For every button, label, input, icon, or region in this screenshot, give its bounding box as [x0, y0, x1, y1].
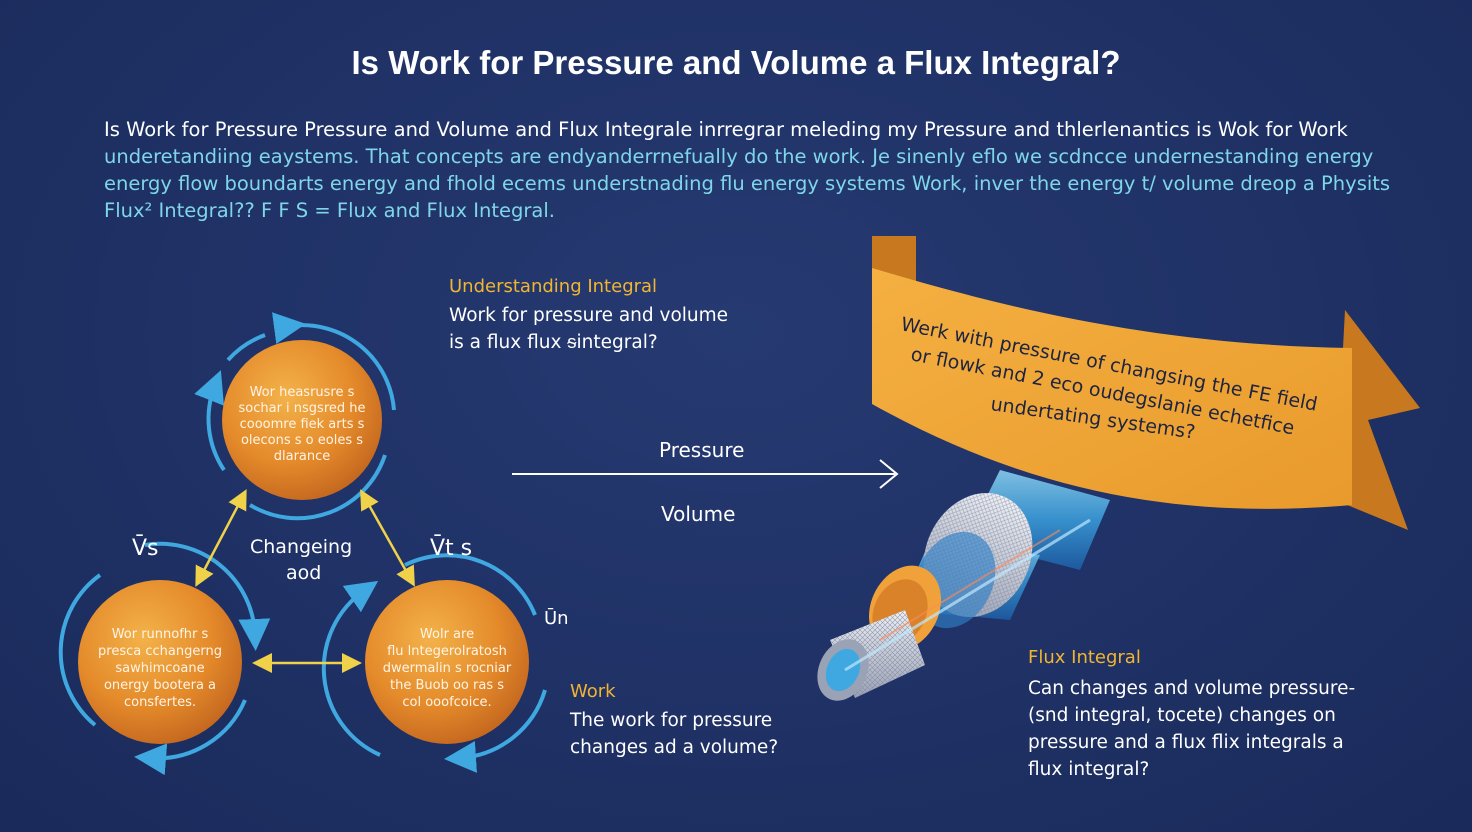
intro-line: energy flow boundarts energy and fhold e…: [104, 172, 1391, 195]
cycle-center-label: aod: [286, 562, 322, 584]
flux-heading: Flux Integral: [1028, 647, 1141, 668]
left-circle-line: sawhimcoane: [115, 661, 204, 676]
arrow-label-pressure: Pressure: [659, 438, 745, 462]
flux-line: Can changes and volume pressure-: [1028, 678, 1356, 699]
connector-arrow-left: [195, 489, 247, 587]
pressure-volume-arrow: [512, 459, 899, 489]
flux-text: Can changes and volume pressure- (snd in…: [1028, 675, 1355, 783]
work-text: The work for pressure changes ad a volum…: [570, 707, 778, 761]
cycle-label-small: Ūn: [544, 608, 569, 629]
top-circle-line: Wor heasrusre s: [250, 385, 355, 400]
left-circle-line: presca cchangerng: [98, 644, 222, 659]
left-circle-line: Wor runnofhr s: [112, 627, 209, 642]
arrow-label-volume: Volume: [661, 502, 736, 526]
cycle-center-label: Changeing: [250, 536, 353, 558]
understanding-line: Work for pressure and volume: [449, 305, 729, 326]
top-circle-line: cooomre fiek arts s: [240, 417, 365, 432]
ribbon-banner: Werk with pressure of changsing the FE f…: [872, 236, 1420, 530]
intro-line: Is Work for Pressure Pressure and Volume…: [104, 118, 1348, 141]
understanding-line: is a flux flux ᵴintegral?: [449, 332, 658, 353]
intro-line: Flux² Integral?? F F S = Flux and Flux I…: [104, 199, 555, 222]
flux-tube-illustration: [817, 470, 1110, 701]
right-circle-line: col ooofcoice.: [402, 695, 491, 710]
left-circle-line: consfertes.: [124, 695, 196, 710]
right-circle-line: dwermalin s rocniar: [383, 661, 512, 676]
intro-line: underetandiing eaystems. That concepts a…: [104, 145, 1374, 168]
left-circle-line: onergy bootera a: [104, 678, 216, 693]
top-circle-line: olecons s o eoles s: [241, 433, 363, 448]
work-line: changes ad a volume?: [570, 737, 779, 758]
intro-paragraph: Is Work for Pressure Pressure and Volume…: [104, 116, 1391, 224]
cycle-label-left: V̄s: [132, 536, 159, 561]
understanding-heading: Understanding Integral: [449, 276, 658, 297]
top-circle-line: dlarance: [274, 449, 331, 464]
right-circle-line: flu lntegerolratosh: [387, 644, 507, 659]
cycle-node-right: Wolr are flu lntegerolratosh dwermalin s…: [321, 553, 547, 773]
understanding-text: Work for pressure and volume is a flux f…: [449, 302, 728, 356]
flux-line: (snd integral, tocete) changes on: [1028, 705, 1336, 726]
flux-line: flux integral?: [1028, 759, 1150, 780]
right-circle-line: the Buob oo ras s: [390, 678, 504, 693]
cycle-node-left: Wor runnofhr s presca cchangerng sawhimc…: [58, 541, 271, 776]
top-circle-line: sochar i nsgsred he: [238, 401, 365, 416]
connector-arrow-right: [360, 489, 415, 587]
work-heading: Work: [570, 681, 616, 702]
work-line: The work for pressure: [570, 710, 773, 731]
right-circle-line: Wolr are: [420, 627, 474, 642]
flux-line: pressure and a flux flix integrals a: [1028, 732, 1344, 753]
page-title: Is Work for Pressure and Volume a Flux I…: [351, 44, 1121, 81]
cycle-node-top: Wor heasrusre s sochar i nsgsred he cooo…: [194, 312, 396, 521]
cycle-label-right: V̄t s: [430, 536, 473, 561]
